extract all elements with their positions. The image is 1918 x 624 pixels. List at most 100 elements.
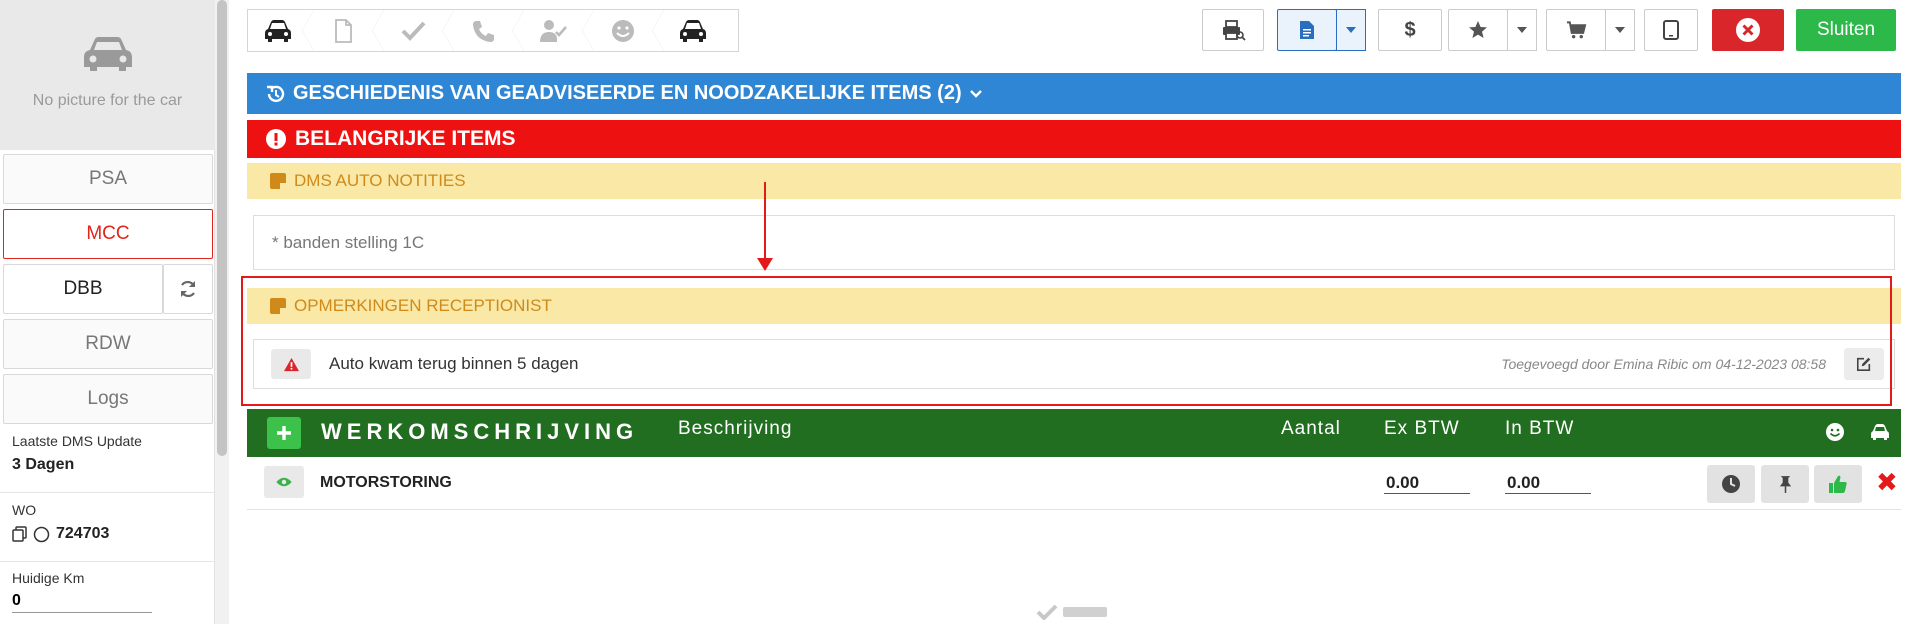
add-work-button[interactable] [267, 417, 301, 449]
sticky-note-icon [270, 173, 286, 189]
dms-notes-header: DMS AUTO NOTITIES [247, 163, 1901, 199]
bottom-indicator [1036, 604, 1107, 620]
bar-indicator [1063, 607, 1107, 617]
document-icon [1300, 21, 1314, 39]
star-dropdown-caret[interactable] [1507, 9, 1537, 51]
psa-button[interactable]: PSA [3, 154, 213, 204]
warning-button[interactable] [271, 349, 311, 379]
col-ex-vat: Ex BTW [1384, 418, 1460, 439]
remark-row: Auto kwam terug binnen 5 dagen Toegevoeg… [253, 339, 1895, 389]
important-items-banner: BELANGRIJKE ITEMS [247, 120, 1901, 158]
check-icon [1036, 604, 1058, 620]
star-icon [1469, 21, 1487, 38]
work-description: MOTORSTORING [320, 474, 452, 491]
refresh-icon [181, 280, 195, 298]
in-vat-input[interactable] [1505, 473, 1591, 494]
radio-circle-icon[interactable] [33, 526, 50, 543]
car-photo-placeholder: No picture for the car [0, 0, 215, 150]
dms-note-text: * banden stelling 1C [272, 232, 425, 252]
step-user-check[interactable] [518, 10, 594, 51]
warning-icon [283, 357, 299, 371]
copy-icon[interactable] [12, 526, 27, 542]
km-block: Huidige Km [0, 570, 215, 624]
history-title: GESCHIEDENIS VAN GEADVISEERDE EN NOODZAK… [293, 82, 962, 104]
tablet-button[interactable] [1644, 9, 1698, 51]
dms-notes-title: DMS AUTO NOTITIES [294, 171, 466, 190]
dollar-icon: $ [1404, 18, 1416, 41]
cart-dropdown-caret[interactable] [1605, 9, 1635, 51]
car-icon [265, 19, 291, 42]
print-button[interactable] [1202, 9, 1264, 51]
edit-remark-button[interactable] [1844, 348, 1884, 380]
close-button[interactable]: Sluiten [1796, 9, 1896, 51]
work-description-header: WERKOMSCHRIJVING Beschrijving Aantal Ex … [247, 409, 1901, 457]
pin-icon [1779, 475, 1791, 493]
dms-update-label: Laatste DMS Update [12, 433, 142, 449]
remark-meta: Toegevoegd door Emina Ribic om 04-12-202… [1501, 356, 1826, 372]
sidebar-scrollbar[interactable] [215, 0, 229, 624]
approve-button[interactable] [1814, 465, 1862, 503]
phone-icon [473, 20, 494, 42]
refresh-button[interactable] [163, 264, 213, 314]
no-picture-text: No picture for the car [32, 92, 183, 109]
document-button[interactable] [1277, 9, 1337, 51]
dms-update-value: 3 Dagen [12, 456, 75, 473]
annotation-arrow [764, 182, 766, 260]
delete-button[interactable]: ✖ [1876, 467, 1898, 497]
eye-icon [276, 477, 292, 487]
remarks-title: OPMERKINGEN RECEPTIONIST [294, 296, 552, 315]
dms-note-box: * banden stelling 1C [253, 215, 1895, 270]
cancel-button[interactable] [1712, 9, 1784, 51]
sticky-note-icon [270, 298, 286, 314]
col-in-vat: In BTW [1505, 418, 1575, 439]
wo-number: 724703 [56, 525, 110, 542]
wo-block: WO 724703 [0, 502, 215, 562]
step-car-done[interactable] [658, 10, 728, 51]
pin-button[interactable] [1761, 465, 1809, 503]
dms-update-block: Laatste DMS Update 3 Dagen [0, 433, 215, 493]
thumbs-up-icon [1829, 475, 1847, 493]
remark-text: Auto kwam terug binnen 5 dagen [329, 354, 579, 373]
step-document[interactable] [308, 10, 384, 51]
smiley-icon [1826, 423, 1844, 441]
edit-icon [1856, 357, 1871, 372]
mcc-button[interactable]: MCC [3, 209, 213, 259]
clock-icon [1722, 475, 1740, 493]
ex-vat-input[interactable] [1384, 473, 1470, 494]
history-banner[interactable]: GESCHIEDENIS VAN GEADVISEERDE EN NOODZAK… [247, 73, 1901, 114]
km-label: Huidige Km [12, 570, 85, 586]
chevron-down-icon [969, 89, 982, 98]
step-car[interactable] [248, 10, 314, 51]
car-icon [680, 19, 706, 42]
step-phone[interactable] [448, 10, 524, 51]
plus-icon [277, 426, 291, 440]
remarks-header: OPMERKINGEN RECEPTIONIST [247, 288, 1901, 324]
dollar-button[interactable]: $ [1378, 9, 1442, 51]
work-title: WERKOMSCHRIJVING [321, 419, 639, 444]
cart-button[interactable] [1546, 9, 1606, 51]
wo-label: WO [12, 502, 37, 518]
cart-icon [1566, 21, 1586, 39]
sidebar: No picture for the car PSA MCC DBB RDW L… [0, 0, 215, 624]
scrollbar-thumb[interactable] [217, 0, 227, 456]
document-icon [335, 18, 352, 43]
rdw-button[interactable]: RDW [3, 319, 213, 369]
check-icon [401, 21, 426, 41]
work-row: MOTORSTORING ✖ [247, 457, 1901, 510]
annotation-arrow-head [757, 258, 773, 271]
step-smiley[interactable] [588, 10, 664, 51]
wo-value-row: 724703 [12, 525, 203, 543]
view-button[interactable] [264, 466, 304, 498]
user-check-icon [540, 19, 567, 42]
step-check[interactable] [378, 10, 454, 51]
star-button[interactable] [1448, 9, 1508, 51]
history-icon [267, 85, 285, 102]
smiley-icon [612, 19, 634, 42]
col-quantity: Aantal [1281, 418, 1341, 439]
km-input[interactable] [12, 592, 152, 613]
logs-button[interactable]: Logs [3, 374, 213, 424]
time-button[interactable] [1707, 465, 1755, 503]
important-title: BELANGRIJKE ITEMS [295, 127, 516, 150]
document-dropdown-caret[interactable] [1336, 9, 1366, 51]
dbb-button[interactable]: DBB [3, 264, 163, 314]
